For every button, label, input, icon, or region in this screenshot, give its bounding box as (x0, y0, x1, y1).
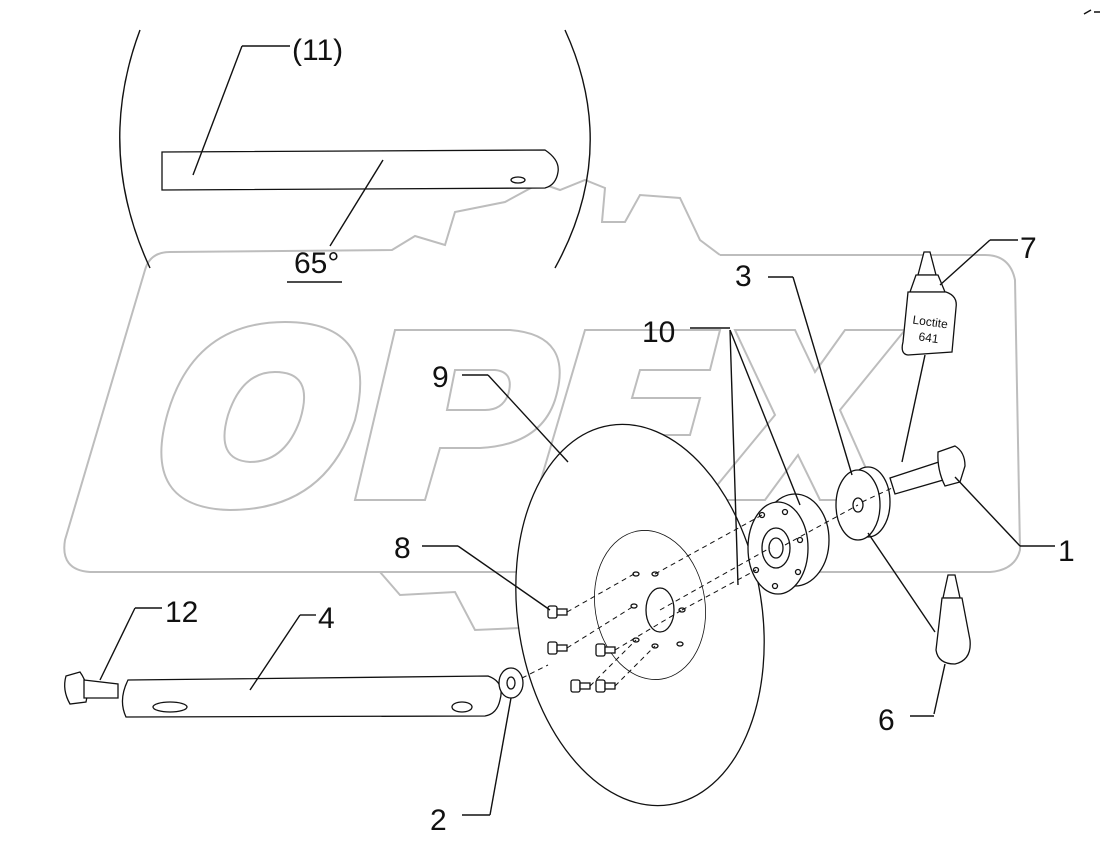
bottle-text-loctite: Loctite (912, 313, 949, 332)
leader-10 (729, 329, 801, 506)
tube-6-body (935, 597, 971, 665)
bolt-12-shank (83, 679, 119, 699)
leader-1 (954, 476, 1021, 547)
hub-hole (796, 536, 804, 544)
assembly-line (614, 609, 683, 651)
hub-hole (758, 511, 766, 519)
assembly-line (566, 605, 635, 649)
washer-2 (462, 664, 549, 816)
hub-10-bore (768, 537, 784, 559)
scraper-arm-4 (121, 614, 502, 718)
bolt-1 (861, 445, 1055, 547)
blade-11-hole (510, 176, 526, 184)
bolts-8 (422, 545, 683, 693)
assembly-line (566, 573, 635, 613)
bolt-8 (547, 605, 568, 619)
disc-bolt-hole (630, 603, 638, 609)
callout-1: 1 (1058, 535, 1075, 568)
leader-2 (489, 697, 512, 816)
watermark-letter-o (160, 320, 362, 512)
hub-10 (654, 327, 830, 611)
assembly-line (614, 645, 656, 687)
disc-9-center-plate (594, 530, 706, 680)
callout-6: 6 (878, 704, 895, 737)
disc-bolt-hole (676, 641, 684, 647)
leader-3-hub (867, 532, 936, 633)
callout-8: 8 (394, 532, 411, 565)
assembly-line (784, 504, 859, 546)
disc-arc-right (554, 29, 591, 269)
leader-12 (99, 607, 136, 681)
disc-9-body (515, 423, 765, 807)
assembly-line (589, 639, 637, 687)
leader-65 (329, 159, 384, 247)
hub-hole (781, 508, 789, 516)
bottle-7-neck (909, 274, 946, 293)
leader-7 (939, 239, 991, 286)
leader-11 (192, 45, 243, 176)
bolt-12 (64, 607, 162, 705)
corner-mark-icon (1083, 9, 1100, 15)
washer-2-hole (506, 676, 516, 690)
watermark-gear-outline (169, 178, 721, 256)
callout-12: 12 (165, 596, 198, 629)
arm-4-hole-right (451, 701, 473, 713)
assembly-line (659, 547, 771, 611)
leader-4 (249, 614, 301, 691)
callout-2: 2 (430, 804, 447, 837)
callout-7: 7 (1020, 232, 1037, 265)
loctite-bottle-7: Loctite 641 (901, 239, 1018, 463)
blade-11-body (161, 149, 559, 191)
leader-7-bolt (901, 354, 926, 463)
leader-10-b (729, 329, 739, 586)
assembly-line (861, 487, 893, 503)
arm-4-body (121, 675, 502, 718)
callout-3: 3 (735, 260, 752, 293)
watermark-letter-p (353, 329, 561, 501)
tube-6-tip (942, 574, 961, 599)
hub-hole (794, 568, 802, 576)
scraper-blade-11 (161, 45, 559, 283)
callout-10: 10 (642, 316, 675, 349)
bottle-7-body (901, 291, 957, 356)
disc-outline-arcs (119, 29, 591, 269)
bolt-12-head (64, 671, 88, 705)
washer-3 (768, 276, 891, 546)
grease-tube-6 (867, 532, 971, 717)
leader-3 (792, 276, 853, 476)
leader-9 (487, 374, 569, 463)
callout-4: 4 (318, 602, 335, 635)
leader-6 (933, 663, 946, 715)
angle-label: 65° (294, 247, 339, 280)
arm-4-hole-left (152, 701, 188, 713)
bottle-text-641: 641 (918, 329, 940, 346)
bolt-1-head (937, 445, 966, 487)
leader-8 (457, 545, 551, 611)
bolt-8 (595, 679, 616, 693)
assembly-line (521, 664, 549, 679)
callout-11: (11) (292, 34, 343, 67)
disc-arc-left (119, 29, 151, 269)
callout-9: 9 (432, 361, 449, 394)
hub-hole (771, 582, 779, 590)
assembly-line (654, 514, 763, 575)
